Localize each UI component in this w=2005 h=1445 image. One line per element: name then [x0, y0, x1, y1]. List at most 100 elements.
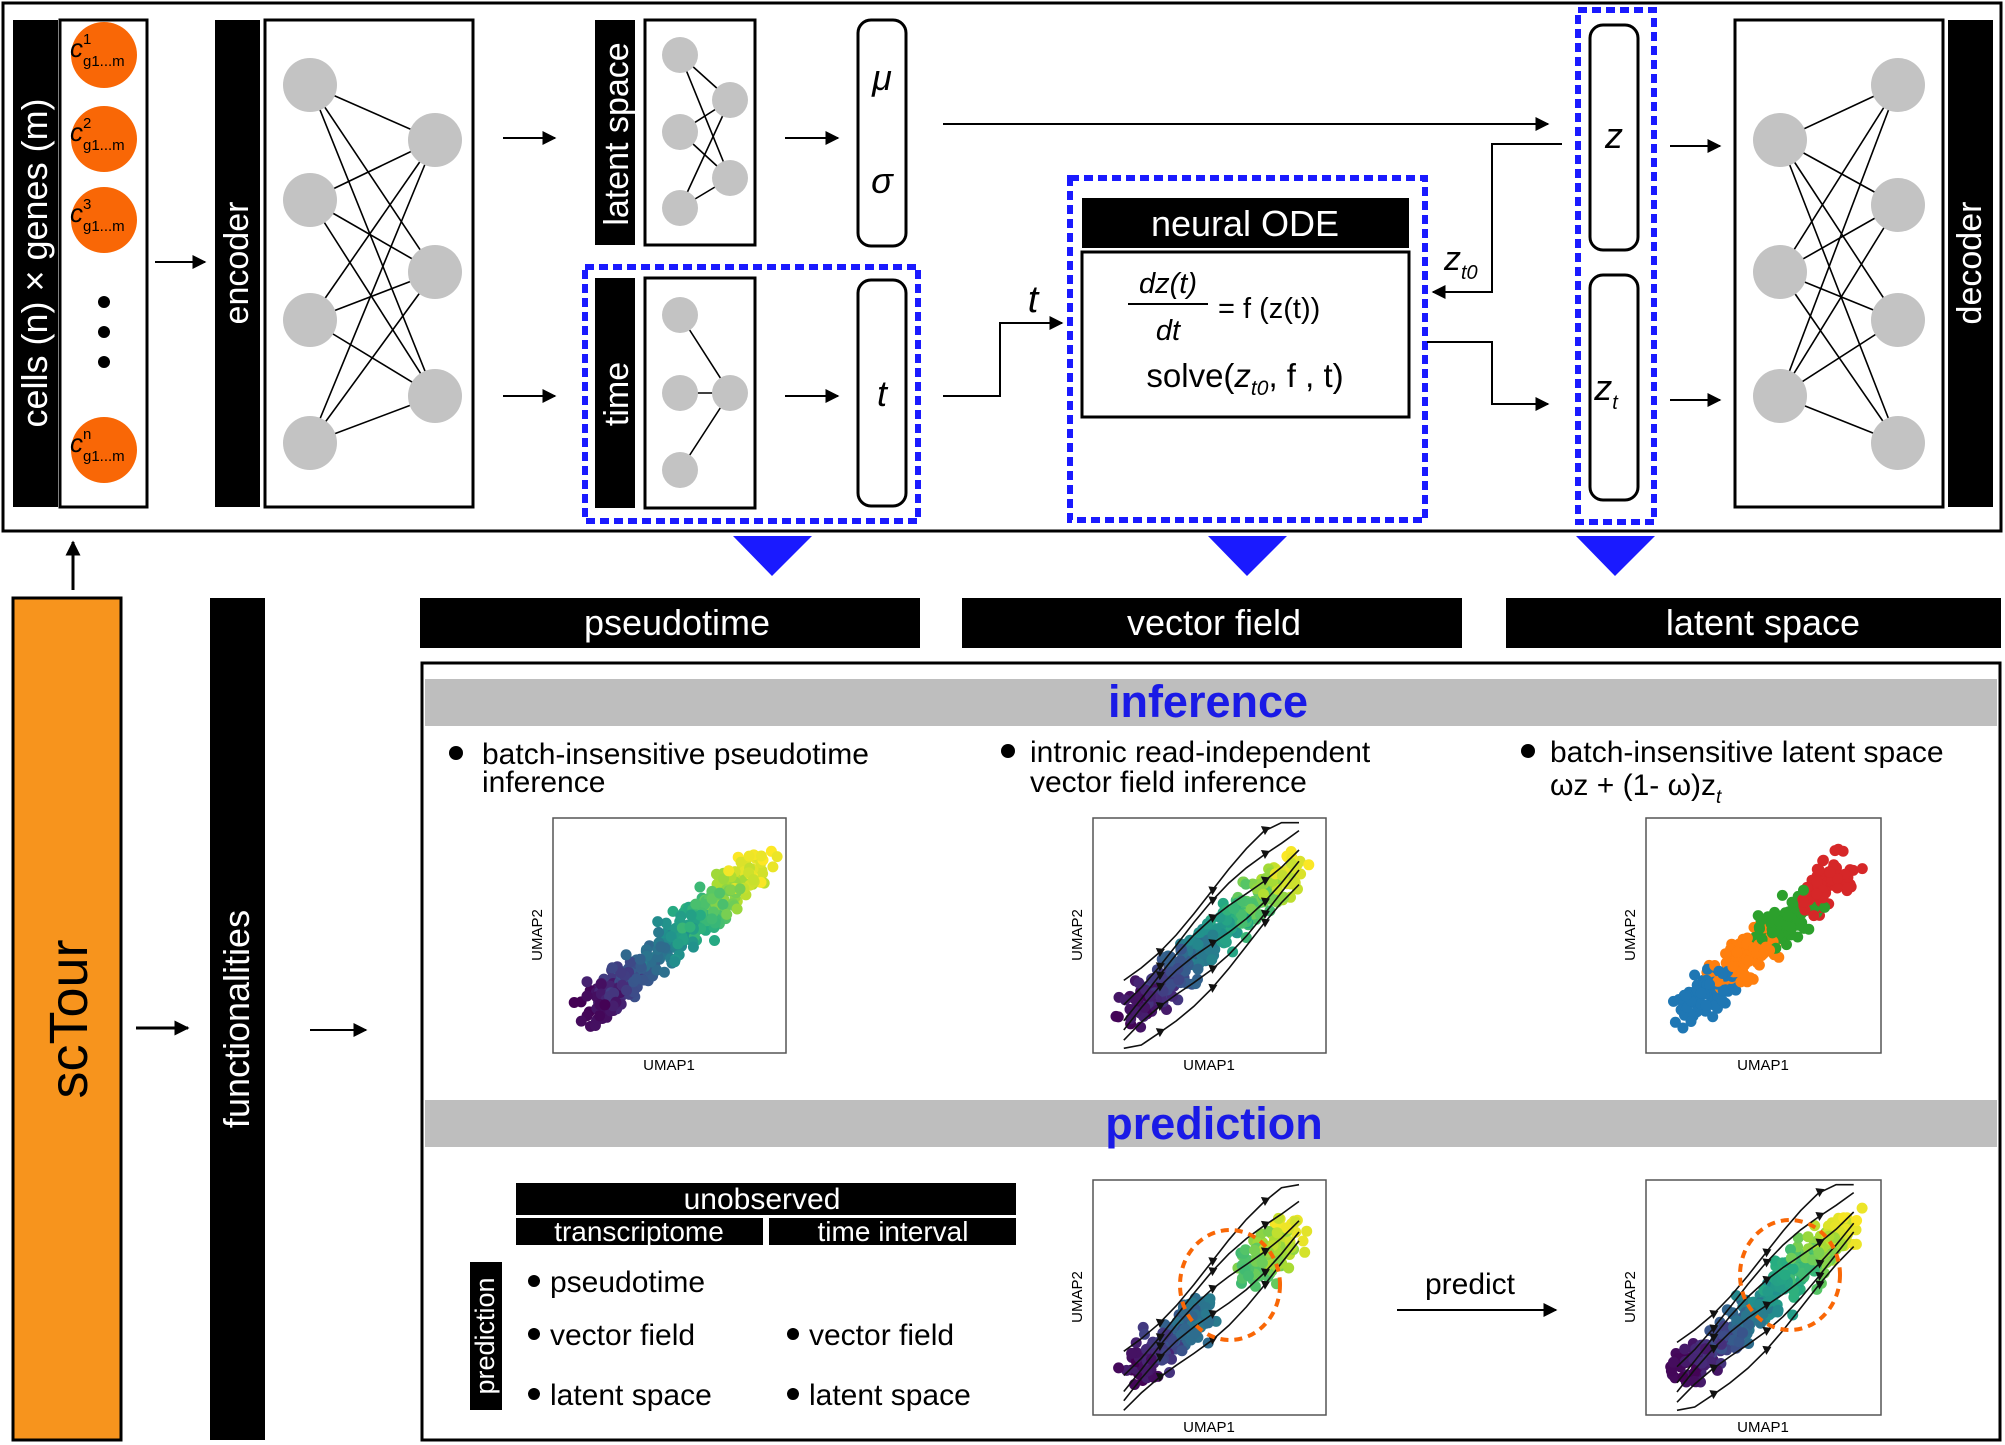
inference-item-vector-field-l2: vector field inference: [1030, 766, 1307, 799]
data-point: [1740, 1310, 1752, 1322]
data-point: [1278, 891, 1290, 903]
data-point: [1679, 1355, 1691, 1367]
network-edge: [309, 84, 436, 273]
data-point: [1856, 1202, 1868, 1214]
data-point: [1755, 914, 1767, 926]
stream-arrowhead: [1155, 962, 1165, 972]
data-point: [1669, 1016, 1681, 1028]
stream-arrowhead: [1260, 897, 1270, 907]
umap-ylabel: UMAP2: [1069, 1271, 1086, 1323]
data-point: [1175, 1329, 1187, 1341]
arrow-t-to-ode: [943, 316, 1064, 397]
prediction-title: prediction: [1105, 1098, 1323, 1149]
data-point: [1228, 903, 1240, 915]
stream-arrowhead: [1709, 1324, 1719, 1334]
stream-arrowhead: [1208, 896, 1218, 906]
umap-scatter: [1665, 1183, 1868, 1412]
bullet: [449, 746, 463, 760]
decoder-label: decoder: [1951, 202, 1989, 325]
stream-arrowhead: [1260, 918, 1270, 928]
sctour-label: scTour: [39, 939, 99, 1098]
ellipsis-dot: [98, 326, 110, 338]
stream-arrowhead: [1260, 826, 1270, 836]
network-node: [712, 375, 748, 411]
data-point: [1204, 1293, 1216, 1305]
stream-arrowhead: [1815, 1280, 1825, 1290]
zt-box: [1588, 273, 1640, 502]
data-point: [1112, 1011, 1124, 1023]
data-point: [1832, 873, 1843, 884]
t-arrow-label: t: [1028, 279, 1040, 321]
stream-arrowhead: [1709, 1344, 1719, 1354]
data-point: [755, 850, 767, 862]
cell-circle: [71, 187, 137, 253]
functionalities-label: functionalities: [216, 910, 257, 1128]
network-edge: [309, 139, 436, 321]
data-point: [1787, 1309, 1799, 1321]
stream-arrowhead: [1709, 1333, 1719, 1343]
unobserved-label: unobserved: [684, 1183, 841, 1216]
umap-latent-space: UMAP1 UMAP2: [1622, 817, 1882, 1074]
stream-arrowhead: [1815, 1238, 1825, 1248]
data-point: [1126, 1347, 1138, 1359]
stream-arrowhead: [1155, 971, 1165, 981]
stream-arrowhead: [1260, 909, 1270, 919]
data-point: [1727, 961, 1739, 973]
data-point: [599, 999, 611, 1011]
network-edge: [1779, 139, 1899, 444]
stream-arrowhead: [1260, 1268, 1270, 1278]
bullet: [1001, 744, 1015, 758]
network-edge: [679, 99, 731, 209]
network-node: [408, 245, 462, 299]
data-point: [1707, 1011, 1719, 1023]
bullet: [1521, 744, 1535, 758]
data-point: [1297, 1235, 1309, 1247]
data-point: [1720, 948, 1732, 960]
data-point: [1164, 1367, 1175, 1378]
data-point: [1677, 1022, 1689, 1034]
data-point: [1299, 1246, 1311, 1258]
stream-arrowhead: [1815, 1259, 1825, 1269]
data-point: [1829, 845, 1841, 857]
data-point: [1689, 969, 1701, 981]
data-point: [581, 990, 593, 1002]
stream-arrowhead: [1762, 1275, 1772, 1285]
data-point: [721, 908, 733, 920]
stream-arrowhead: [1762, 1258, 1772, 1268]
data-point: [1189, 1327, 1201, 1339]
data-point: [706, 893, 718, 905]
data-point: [620, 949, 632, 961]
inference-item-pseudotime-l2: inference: [482, 766, 605, 799]
data-point: [1813, 1247, 1825, 1258]
umap-prediction-before: UMAP1 UMAP2: [1069, 1179, 1327, 1436]
data-point: [1804, 1263, 1816, 1275]
data-point: [1716, 995, 1728, 1007]
data-point: [1757, 948, 1769, 960]
stream-arrowhead: [1260, 1220, 1270, 1230]
stream-arrowhead: [1208, 983, 1218, 993]
data-point: [1803, 923, 1815, 935]
data-point: [1113, 1362, 1125, 1374]
stream-arrowhead: [1260, 1247, 1270, 1257]
header-bar-pseudotime: [420, 598, 920, 648]
network-node: [408, 369, 462, 423]
arrow-ode-to-zt: [1427, 341, 1550, 411]
data-point: [1301, 1225, 1313, 1237]
umap-ylabel: UMAP2: [1622, 909, 1639, 961]
network-edge: [1779, 204, 1899, 397]
data-point: [1776, 889, 1788, 901]
network-edge: [309, 271, 436, 444]
sigma-symbol: σ: [871, 160, 894, 201]
decoder-network: [1753, 58, 1925, 470]
data-point: [1813, 864, 1825, 876]
stream-arrowhead: [1155, 1002, 1165, 1012]
latent-net-box: [643, 18, 757, 247]
prediction-side-label: prediction: [470, 1277, 500, 1394]
ellipsis-dot: [98, 356, 110, 368]
data-point: [1688, 1367, 1700, 1379]
network-node: [662, 452, 698, 488]
network-node: [1753, 113, 1807, 167]
data-point: [725, 884, 737, 896]
umap-vector-field: UMAP1 UMAP2: [1069, 817, 1327, 1074]
